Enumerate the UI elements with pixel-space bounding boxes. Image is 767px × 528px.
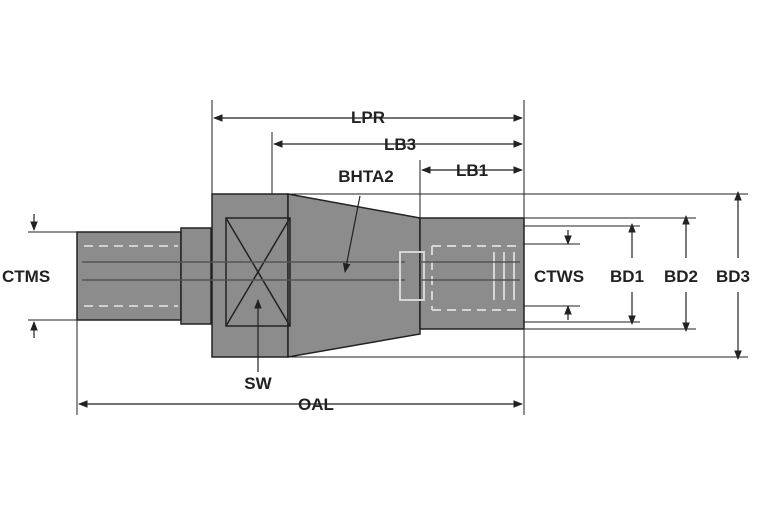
hex-section bbox=[211, 193, 289, 358]
tool-body bbox=[76, 193, 525, 358]
bhta2-label: BHTA2 bbox=[338, 167, 393, 186]
oal-label: OAL bbox=[298, 395, 334, 414]
lb3-label: LB3 bbox=[384, 135, 416, 154]
bore-centerline bbox=[420, 261, 520, 281]
internal-bore-lines bbox=[431, 245, 516, 311]
dimension-lines bbox=[30, 114, 742, 408]
extension-lines bbox=[28, 100, 748, 415]
lpr-label: LPR bbox=[351, 108, 385, 127]
bhta2-leader bbox=[342, 195, 361, 273]
tapered-body bbox=[287, 193, 421, 358]
lb1-label: LB1 bbox=[456, 161, 488, 180]
bd1-label: BD1 bbox=[610, 267, 644, 286]
internal-bore-thread bbox=[399, 251, 515, 301]
shank-collar bbox=[180, 227, 212, 325]
sw-label: SW bbox=[244, 374, 272, 393]
shank-thread-lines bbox=[84, 245, 178, 307]
coolant-bore bbox=[82, 261, 405, 281]
bd3-label: BD3 bbox=[716, 267, 750, 286]
bd2-label: BD2 bbox=[664, 267, 698, 286]
ctms-label: CTMS bbox=[2, 267, 50, 286]
bore-end bbox=[419, 217, 525, 330]
ctws-label: CTWS bbox=[534, 267, 584, 286]
